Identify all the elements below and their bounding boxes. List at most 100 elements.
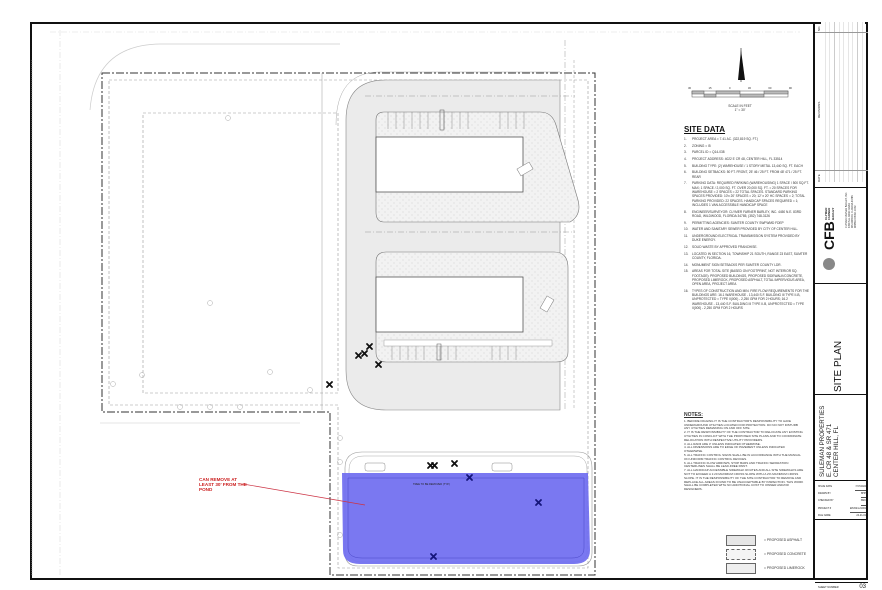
item-text: TYPES OF CONSTRUCTION AND MIN. FIRE FLOW…	[692, 288, 809, 311]
note-item: 5. ALL TRAFFIC CONTROL SIGNS SHALL BE IN…	[684, 452, 801, 461]
title-block: NO. REVISIONS DATE CFB CLYMER FARNER BAR…	[813, 22, 868, 590]
sheet-number-block: SHEET NUMBER 03	[818, 584, 866, 590]
firm-name: CLYMER FARNER BARLEY	[824, 207, 835, 220]
item-number: 6.	[684, 170, 687, 175]
revisions-date-header: DATE	[817, 174, 821, 182]
revisions-block: NO. REVISIONS DATE	[815, 22, 868, 188]
item-text: AREAS FOR TOTAL SITE (BASED ON FOOTPRINT…	[692, 269, 805, 287]
scale-ratio: 1" = 30'	[734, 108, 746, 112]
legend-label: = PROPOSED CONCRETE	[764, 552, 807, 556]
site-data-item: 3.PARCEL ID = Q14-038	[684, 150, 809, 154]
item-number: 9.	[684, 220, 687, 225]
site-data-item: 12.SOLID WASTE BY APPROVED FRANCHISE.	[684, 245, 809, 249]
legend-label: = PROPOSED ASPHALT	[764, 538, 803, 542]
concrete-swatch	[726, 548, 756, 560]
legend-item-concrete: = PROPOSED CONCRETE	[726, 548, 806, 560]
note-item: 6. ALL TRAFFIC FLOW ARROWS, STOP BARS AN…	[684, 460, 789, 469]
sheet-number-label: SHEET NUMBER	[818, 585, 839, 589]
note-item: 3. ALL RADII ARE 3' UNLESS INDICATED OTH…	[684, 441, 761, 446]
item-text: SOLID WASTE BY APPROVED FRANCHISE.	[692, 244, 758, 249]
info-label: DRAWN BY	[818, 492, 831, 496]
revision-columns	[821, 22, 865, 182]
info-label: PROJECT #	[818, 506, 832, 510]
project-number-row: PROJECT # EP2024-21001	[818, 506, 866, 513]
item-number: 14.	[684, 262, 689, 267]
item-text: PROJECT ADDRESS: 4022 E CR 48, CENTER HI…	[692, 157, 783, 162]
item-text: LOCATED IN SECTION 16, TOWNSHIP 21 SOUTH…	[692, 251, 808, 260]
divider	[815, 519, 868, 520]
legend-item-limerock: = PROPOSED LIMEROCK	[726, 562, 806, 574]
item-number: 1.	[684, 137, 687, 141]
item-number: 15.	[684, 269, 689, 274]
item-text: ZONING = I5	[692, 143, 711, 148]
scale-tick: 30	[747, 86, 752, 90]
site-data-panel: SITE DATA 1. PROJECT AREA = 7.41 AC. (322…	[684, 125, 809, 313]
item-number: 12.	[684, 244, 689, 249]
item-text: PROJECT AREA = 7.41 AC. (322,819 SQ. FT.…	[692, 137, 759, 141]
note-item: 1. BEFORE DIGGING IT IS THE CONTRACTOR'S…	[684, 418, 798, 431]
note-item: 4. ALL DIMENSIONS ARE TO EDGE OF PAVEMEN…	[684, 445, 785, 454]
scale-ticks: 30 15 0 30 60 90	[688, 86, 792, 90]
notes-title: NOTES:	[684, 412, 703, 418]
limerock-swatch	[726, 562, 756, 574]
site-data-item: 5. BUILDING TYPE: (2) WAREHOUSE / 1 STORY…	[684, 164, 809, 168]
scale-label-text: SCALE IN FEET	[728, 104, 752, 108]
site-data-item: 13.LOCATED IN SECTION 16, TOWNSHIP 21 SO…	[684, 252, 809, 261]
scale-tick: 60	[768, 86, 772, 90]
asphalt-swatch	[726, 534, 756, 546]
note-item: 2. IT IS THE RESPONSIBILITY OF THE CONTR…	[684, 430, 803, 442]
sheet-title: SITE PLAN	[833, 340, 844, 392]
site-data-item: 9. PERMITTING AGENCIES: SUMTER COUNTY SWF…	[684, 221, 809, 225]
site-data-item: 7.PARKING DATA: REQUIRED PARKING (WAREHO…	[684, 181, 809, 207]
divider	[815, 32, 868, 33]
item-number: 2.	[684, 143, 687, 148]
item-text: PERMITTING AGENCIES: SUMTER COUNTY SWFWM…	[692, 220, 784, 225]
site-data-item: 11.UNDERGROUND ELECTRICAL TRANSMISSION S…	[684, 234, 809, 243]
revisions-header: REVISIONS	[817, 101, 821, 118]
site-data-item: 1. PROJECT AREA = 7.41 AC. (322,819 SQ. F…	[684, 137, 809, 141]
site-data-item: 6. BUILDING SETBACKS: 50 FT. FRONT, 25' 4…	[684, 170, 809, 179]
info-value: EP2024-21001	[850, 506, 866, 513]
address-line: WWW.CFBINC.COM	[854, 205, 857, 228]
item-text: UNDERGROUND ELECTRICAL TRANSMISSION SYST…	[692, 233, 800, 243]
firm-address: CLYMER FARNER BARLEY, INC. 4450 N.E. 83R…	[845, 192, 857, 228]
scale-label: SCALE IN FEET 1" = 30'	[725, 104, 755, 112]
divider	[815, 582, 868, 583]
site-data-item: 10.WATER AND SANITARY SEWER PROVIDED BY …	[684, 227, 809, 231]
info-label: FILE NAME	[818, 513, 831, 517]
pond-area	[342, 473, 590, 564]
site-data-title: SITE DATA	[684, 125, 726, 134]
item-text: MONUMENT SIGN SETBACKS PER SUMTER COUNTY…	[692, 262, 782, 267]
item-number: 7.	[684, 181, 687, 186]
site-data-item: 14.MONUMENT SIGN SETBACKS PER SUMTER COU…	[684, 263, 809, 267]
site-data-item: 15.AREAS FOR TOTAL SITE (BASED ON FOOTPR…	[684, 269, 809, 286]
notes-panel: NOTES: 1. BEFORE DIGGING IT IS THE CONTR…	[684, 412, 804, 492]
item-number: 5.	[684, 163, 687, 168]
firm-name-line: BARLEY	[830, 207, 835, 220]
item-text: BUILDING SETBACKS: 50 FT. FRONT, 25' 46 …	[692, 170, 802, 179]
item-number: 13.	[684, 251, 689, 256]
item-text: WATER AND SANITARY SEWER PROVIDED BY CIT…	[692, 227, 799, 232]
item-text: BUILDING TYPE: (2) WAREHOUSE / 1 STORY M…	[692, 163, 803, 168]
project-name-text: SULEMAN PROPERTIES	[819, 405, 826, 477]
project-city: CENTER HILL, FL	[833, 426, 840, 477]
firm-block: CFB CLYMER FARNER BARLEY CLYMER FARNER B…	[815, 188, 868, 284]
north-arrow-icon	[738, 50, 745, 80]
legend: = PROPOSED ASPHALT = PROPOSED CONCRETE =…	[726, 534, 806, 576]
scale-tick: 90	[788, 86, 792, 90]
item-number: 10.	[684, 227, 689, 232]
note-item: 7. ALL HANDICAP ACCESSIBLE SIDEWALK ROUT…	[684, 468, 804, 492]
item-number: 3.	[684, 150, 687, 155]
scale-tick: 0	[728, 86, 731, 90]
drawing-sheet-border	[30, 22, 868, 580]
project-name: SULEMAN PROPERTIES E. CR 48 & SR 471 CEN…	[819, 406, 840, 477]
sheet-title-block: SITE PLAN	[815, 284, 868, 394]
site-data-item: 2. ZONING = I5	[684, 144, 809, 148]
scale-tick: 30	[688, 86, 692, 90]
legend-item-asphalt: = PROPOSED ASPHALT	[726, 534, 806, 546]
